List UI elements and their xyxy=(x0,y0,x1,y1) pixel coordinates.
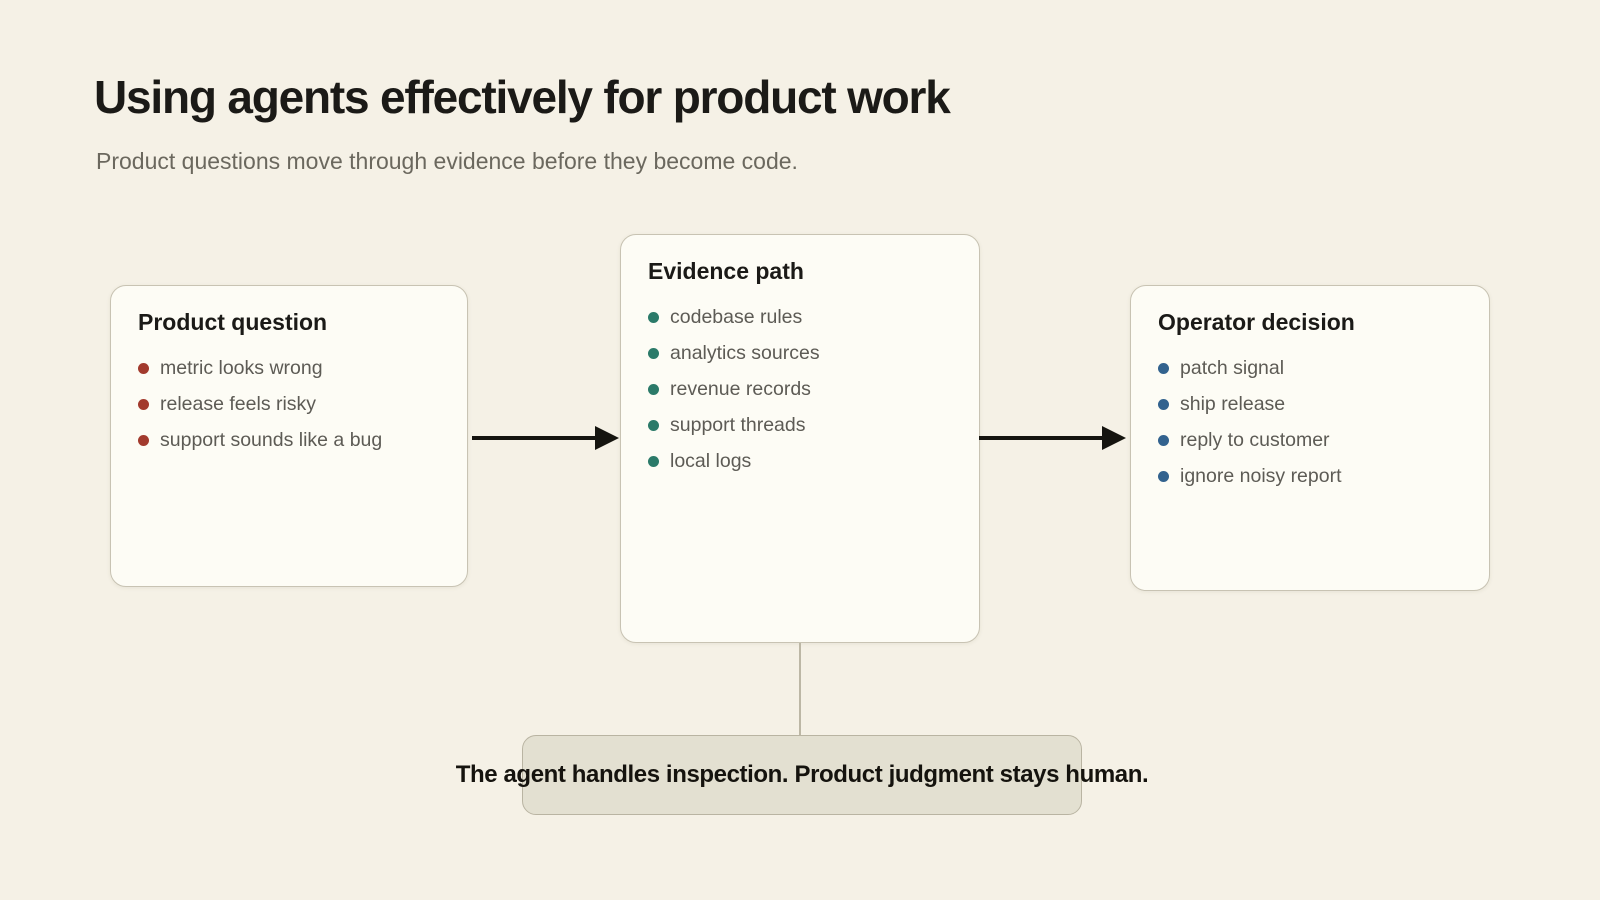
card-title-operator-decision: Operator decision xyxy=(1158,309,1355,335)
evidence-path-list: codebase rules analytics sources revenue… xyxy=(648,299,953,479)
bullet-dot-icon xyxy=(1158,434,1169,446)
list-item-label: patch signal xyxy=(1180,356,1285,379)
list-item: analytics sources xyxy=(648,335,953,371)
list-item: ship release xyxy=(1158,386,1463,422)
connector-line xyxy=(799,643,801,735)
bullet-dot-icon xyxy=(648,311,659,323)
list-item-label: ignore noisy report xyxy=(1180,464,1342,487)
list-item-label: ship release xyxy=(1180,392,1286,415)
list-item-label: revenue records xyxy=(670,377,811,400)
list-item: revenue records xyxy=(648,371,953,407)
bullet-dot-icon xyxy=(138,362,149,374)
list-item-label: analytics sources xyxy=(670,341,820,364)
list-item-label: support threads xyxy=(670,413,806,436)
bullet-dot-icon xyxy=(648,347,659,359)
operator-decision-list: patch signal ship release reply to custo… xyxy=(1158,350,1463,494)
list-item: local logs xyxy=(648,443,953,479)
list-item: support sounds like a bug xyxy=(138,422,441,458)
bullet-dot-icon xyxy=(648,383,659,395)
product-question-list: metric looks wrong release feels risky s… xyxy=(138,350,441,458)
list-item: patch signal xyxy=(1158,350,1463,386)
list-item: release feels risky xyxy=(138,386,441,422)
bullet-dot-icon xyxy=(138,398,149,410)
bullet-dot-icon xyxy=(1158,398,1169,410)
page-title: Using agents effectively for product wor… xyxy=(94,71,951,123)
list-item-label: local logs xyxy=(670,449,752,472)
list-item-label: support sounds like a bug xyxy=(160,428,383,451)
list-item: metric looks wrong xyxy=(138,350,441,386)
list-item-label: release feels risky xyxy=(160,392,317,415)
bullet-dot-icon xyxy=(138,434,149,446)
list-item: reply to customer xyxy=(1158,422,1463,458)
list-item: codebase rules xyxy=(648,299,953,335)
list-item: ignore noisy report xyxy=(1158,458,1463,494)
card-title-evidence-path: Evidence path xyxy=(648,258,804,284)
card-operator-decision: Operator decision patch signal ship rele… xyxy=(1130,285,1490,591)
bullet-dot-icon xyxy=(1158,470,1169,482)
callout-text: The agent handles inspection. Product ju… xyxy=(455,761,1149,788)
list-item-label: reply to customer xyxy=(1180,428,1330,451)
arrow-right-icon xyxy=(472,426,619,450)
list-item-label: metric looks wrong xyxy=(160,356,323,379)
page-subtitle: Product questions move through evidence … xyxy=(96,148,798,174)
callout-box: The agent handles inspection. Product ju… xyxy=(456,735,1149,815)
card-product-question: Product question metric looks wrong rele… xyxy=(110,285,468,587)
card-evidence-path: Evidence path codebase rules analytics s… xyxy=(620,234,980,643)
list-item-label: codebase rules xyxy=(670,305,803,328)
bullet-dot-icon xyxy=(648,455,659,467)
arrow-right-icon xyxy=(979,426,1126,450)
list-item: support threads xyxy=(648,407,953,443)
bullet-dot-icon xyxy=(648,419,659,431)
bullet-dot-icon xyxy=(1158,362,1169,374)
card-title-product-question: Product question xyxy=(138,309,328,335)
